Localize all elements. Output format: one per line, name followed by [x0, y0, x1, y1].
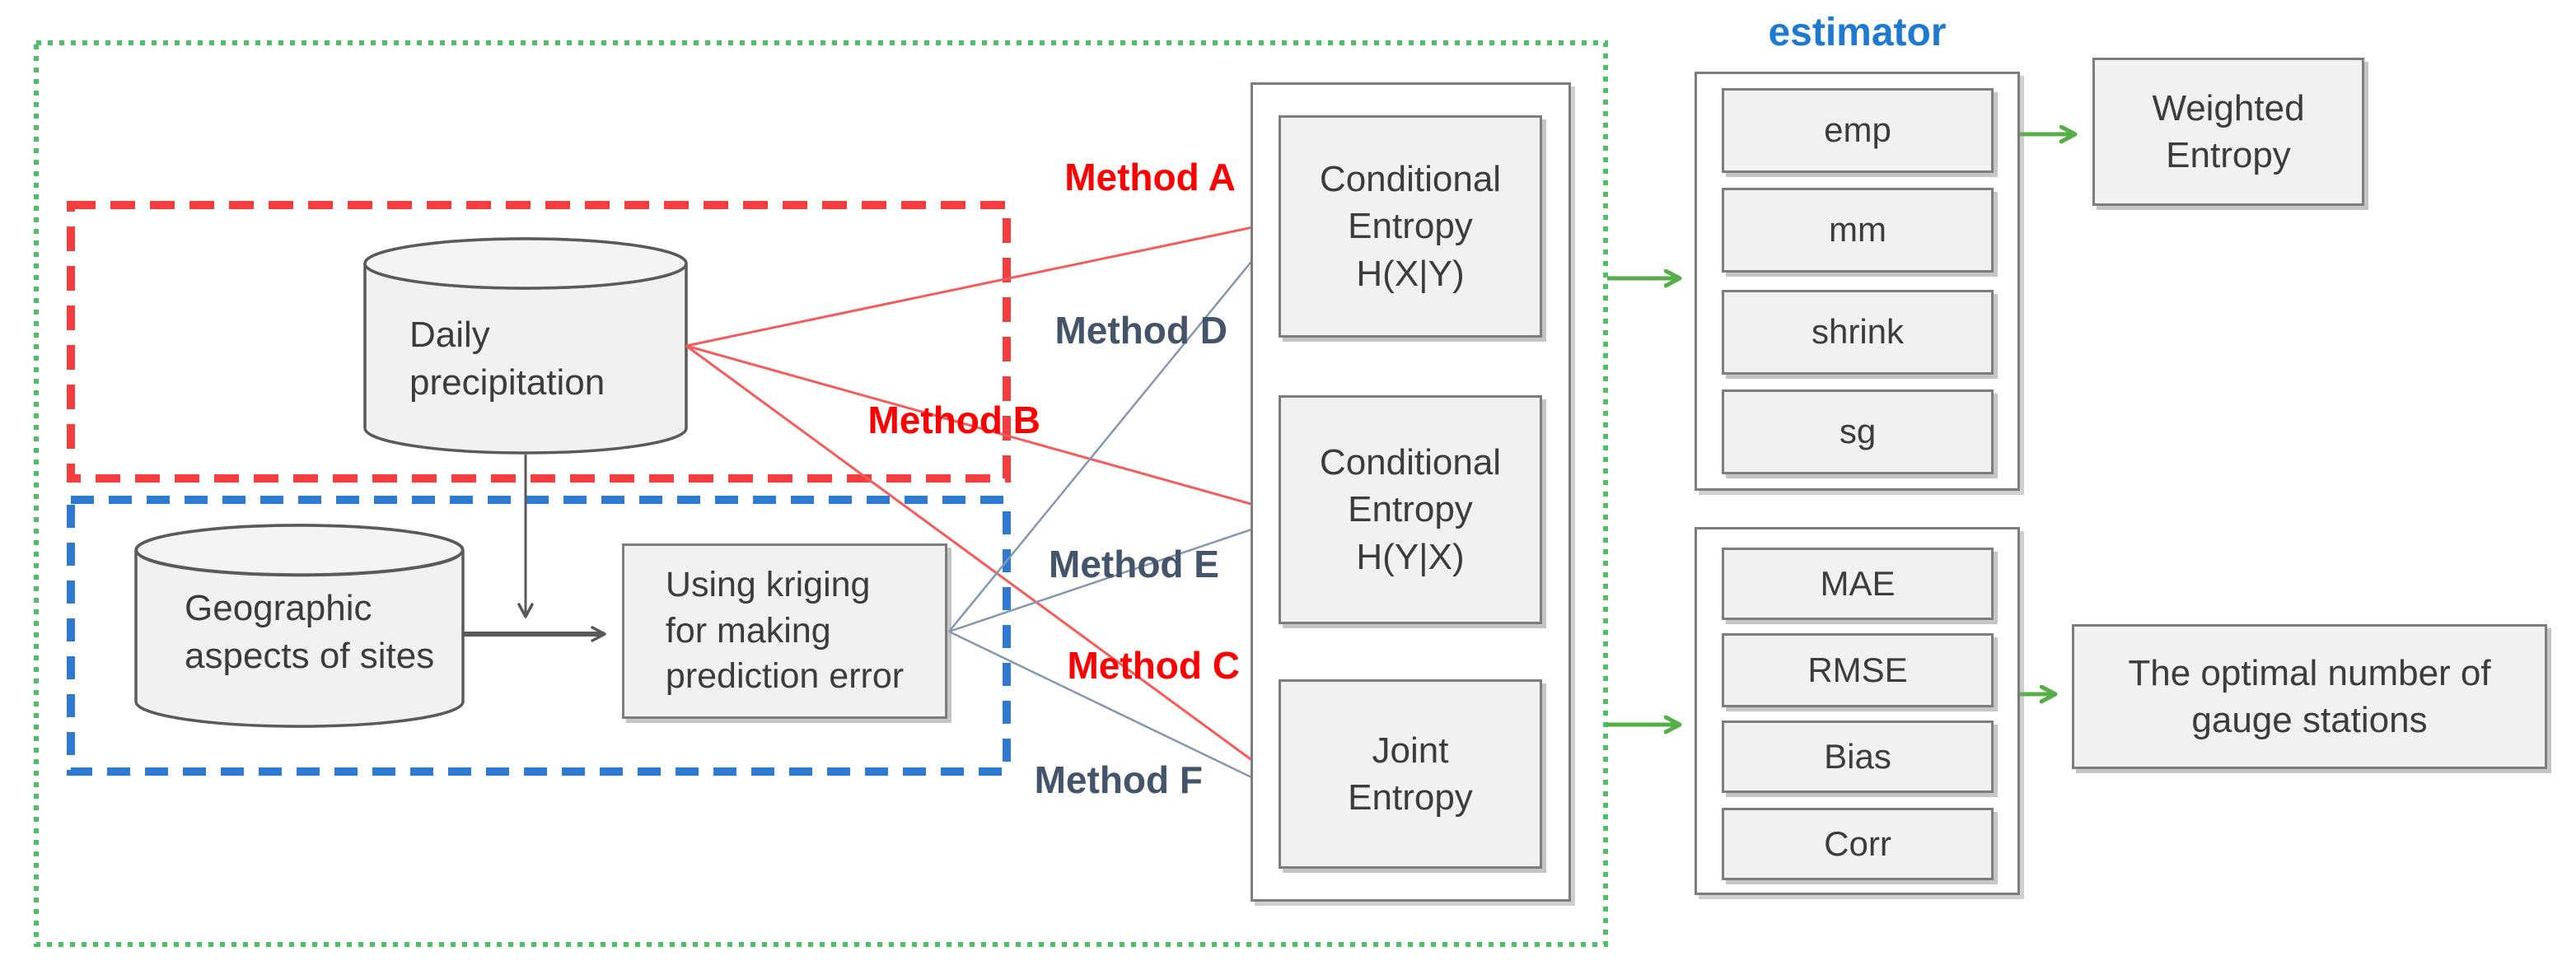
method-f-label: Method F [1034, 758, 1203, 801]
conditional-entropy-xy-box: Conditional Entropy H(X|Y) [1279, 115, 1542, 338]
green-dotted-group-border [34, 40, 1608, 947]
method-e-line [948, 522, 1270, 633]
estimator-shrink-box: shrink [1722, 290, 1994, 375]
red-dashed-group-border [67, 201, 1011, 483]
estimator-mm-box: mm [1722, 188, 1994, 273]
joint-entropy-box: Joint Entropy [1279, 679, 1542, 869]
geographic-aspects-label: Geographic aspects of sites [185, 588, 435, 677]
metric-corr-box: Corr [1722, 808, 1994, 880]
estimator-emp-box: emp [1722, 88, 1994, 173]
method-d-label: Method D [1054, 309, 1227, 352]
method-c-label: Method C [1067, 644, 1240, 687]
metric-rmse-box: RMSE [1722, 633, 1994, 707]
method-d-line [948, 239, 1270, 632]
metric-mae-box: MAE [1722, 548, 1994, 620]
blue-dashed-group-border [67, 496, 1011, 776]
method-b-line [685, 344, 1270, 511]
weighted-entropy-box: Weighted Entropy [2092, 58, 2364, 206]
method-e-label: Method E [1049, 543, 1219, 585]
kriging-box: Using kriging for making prediction erro… [622, 543, 947, 719]
daily-precipitation-cylinder [363, 237, 688, 455]
estimator-title: estimator [1768, 11, 1947, 54]
method-a-label: Method A [1064, 156, 1236, 198]
method-c-line [685, 344, 1270, 774]
method-a-line [685, 220, 1270, 347]
method-f-line [948, 630, 1270, 787]
estimator-sg-box: sg [1722, 389, 1994, 474]
optimal-number-box: The optimal number of gauge stations [2072, 624, 2547, 769]
geographic-aspects-cylinder [134, 524, 465, 728]
method-b-label: Method B [867, 399, 1040, 441]
metric-bias-box: Bias [1722, 721, 1994, 793]
conditional-entropy-yx-box: Conditional Entropy H(Y|X) [1279, 395, 1542, 624]
daily-precipitation-label: Daily precipitation [409, 315, 605, 403]
